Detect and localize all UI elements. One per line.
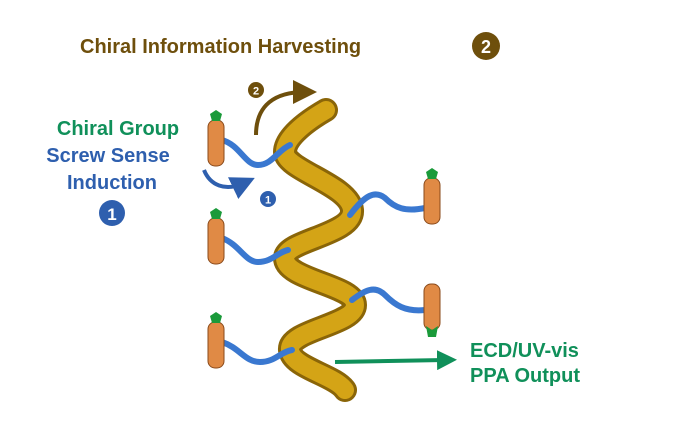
output-label-ppa: PPA Output bbox=[470, 365, 580, 387]
svg-text:1: 1 bbox=[265, 195, 271, 207]
induction-badge: 1 bbox=[99, 200, 125, 226]
output-arrow bbox=[334, 350, 457, 371]
label-screw-sense: Screw Sense bbox=[46, 145, 169, 167]
svg-text:2: 2 bbox=[253, 86, 259, 98]
harvesting-arrow bbox=[254, 80, 317, 136]
output-label-ecd: ECD/UV-vis bbox=[470, 340, 579, 362]
title-badge: 2 bbox=[472, 32, 500, 60]
side-chain-linkers bbox=[219, 137, 428, 366]
induction-step-badge: 1 bbox=[260, 191, 276, 207]
label-induction: Induction bbox=[67, 172, 157, 194]
title-text: Chiral Information Harvesting bbox=[80, 36, 361, 58]
chiral-pendant-groups bbox=[207, 110, 441, 369]
induction-arrow bbox=[202, 169, 255, 199]
harvest-step-badge: 2 bbox=[248, 82, 264, 98]
svg-text:1: 1 bbox=[107, 205, 116, 224]
label-chiral-group: Chiral Group bbox=[57, 118, 179, 140]
svg-text:2: 2 bbox=[481, 37, 491, 57]
